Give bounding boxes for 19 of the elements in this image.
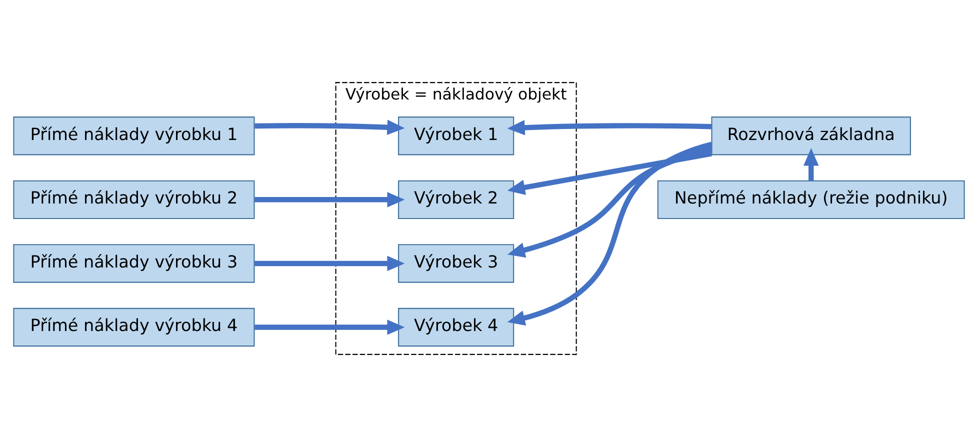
node-box: Přímé náklady výrobku 3 bbox=[13, 244, 255, 283]
arrow bbox=[254, 192, 405, 208]
arrow bbox=[803, 148, 819, 181]
arrow bbox=[507, 120, 712, 136]
node-box: Přímé náklady výrobku 1 bbox=[13, 116, 255, 156]
node-box: Výrobek 3 bbox=[398, 244, 514, 283]
arrow bbox=[254, 320, 405, 335]
node-box: Přímé náklady výrobku 4 bbox=[13, 308, 255, 347]
node-box: Přímé náklady výrobku 2 bbox=[13, 180, 255, 220]
arrow bbox=[507, 146, 712, 258]
arrow bbox=[507, 142, 712, 326]
arrow bbox=[507, 151, 712, 195]
node-box: Rozvrhová základna bbox=[711, 116, 911, 156]
node-box: Výrobek 2 bbox=[398, 180, 514, 220]
node-box: Nepřímé náklady (režie podniku) bbox=[657, 180, 965, 220]
arrow bbox=[254, 256, 405, 272]
node-box: Výrobek 4 bbox=[398, 308, 514, 347]
node-box: Výrobek 1 bbox=[398, 116, 514, 156]
arrow bbox=[254, 120, 405, 135]
